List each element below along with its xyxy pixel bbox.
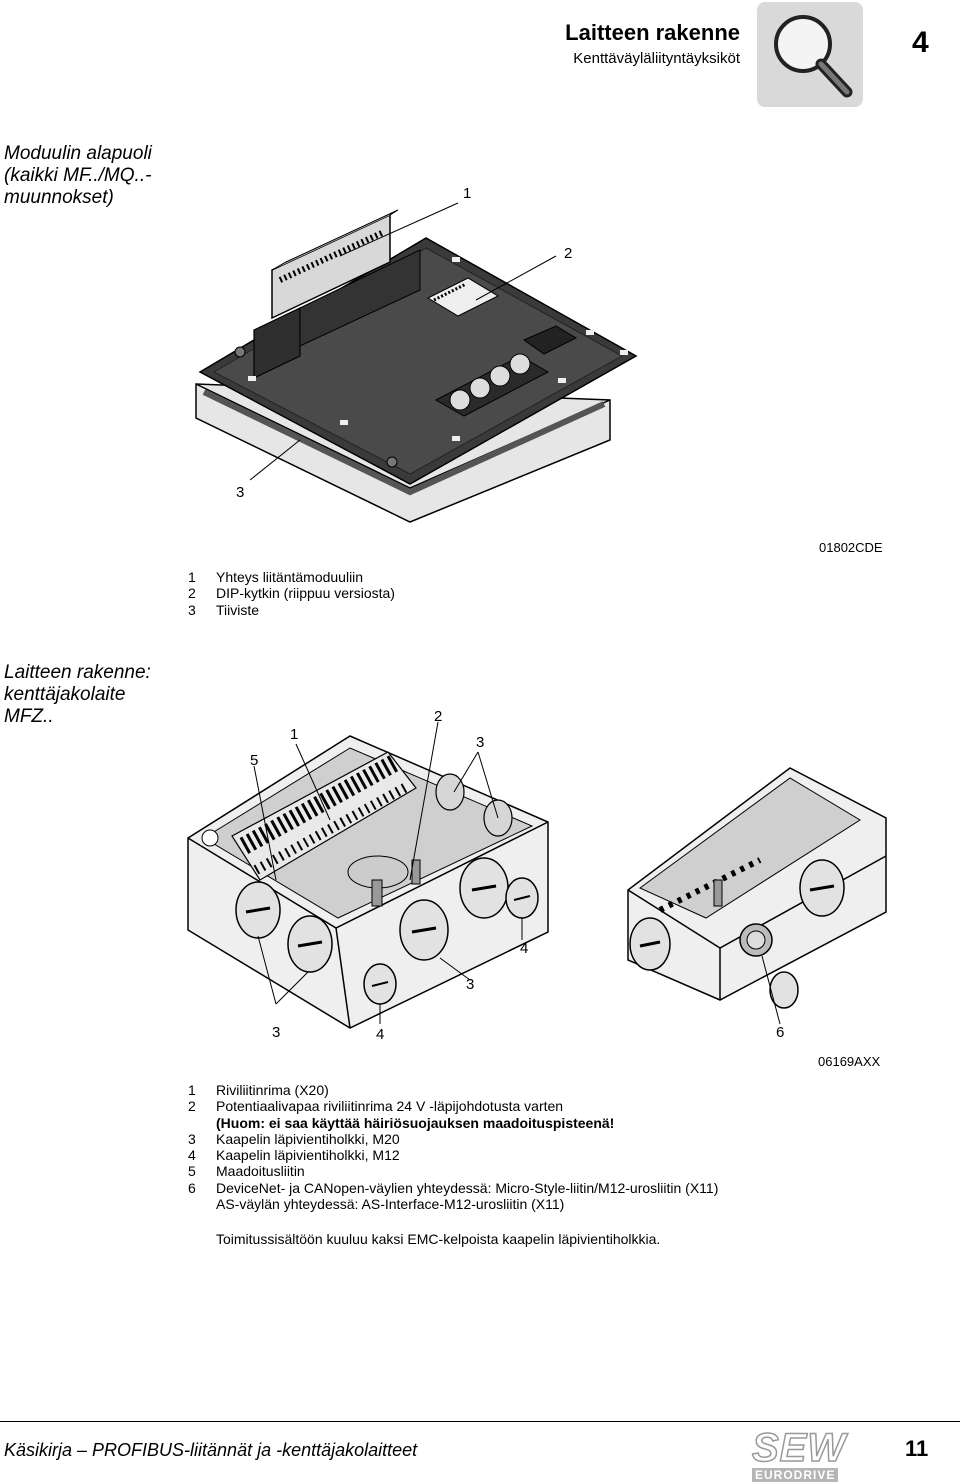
callout-3: 3 bbox=[466, 976, 475, 993]
section2-heading-line: kenttäjakolaite bbox=[4, 684, 126, 705]
section2-heading: Laitteen rakenne: kenttäjakolaite MFZ.. bbox=[4, 662, 151, 728]
callout-5: 5 bbox=[250, 752, 259, 769]
figure1-ref: 01802CDE bbox=[819, 540, 883, 555]
logo-sew: SEW bbox=[751, 1426, 847, 1470]
callout-4: 4 bbox=[520, 940, 529, 957]
section1-heading-line: Moduulin alapuoli bbox=[4, 143, 152, 164]
callout-3: 3 bbox=[272, 1024, 281, 1041]
figure2-ref: 06169AXX bbox=[818, 1054, 881, 1069]
footer-manual-title: Käsikirja – PROFIBUS-liitännät ja -kentt… bbox=[4, 1440, 418, 1460]
callout-6: 6 bbox=[776, 1024, 785, 1041]
footer-divider bbox=[0, 1421, 960, 1422]
section2-heading-line: Laitteen rakenne: bbox=[4, 662, 151, 683]
magnifier-icon bbox=[757, 2, 863, 107]
callout-3: 3 bbox=[236, 484, 245, 501]
callout-4: 4 bbox=[376, 1026, 385, 1043]
legend-item: (Huom: ei saa käyttää häiriösuojauksen m… bbox=[216, 1114, 615, 1131]
callout-1: 1 bbox=[290, 726, 299, 743]
legend-item: AS-väylän yhteydessä: AS-Interface-M12-u… bbox=[216, 1196, 565, 1213]
section2-heading-line: MFZ.. bbox=[4, 706, 54, 727]
callout-2: 2 bbox=[564, 245, 573, 262]
chapter-number: 4 bbox=[912, 26, 929, 59]
section1-heading-line: muunnokset) bbox=[4, 187, 114, 208]
callout-3: 3 bbox=[476, 734, 485, 751]
callout-2: 2 bbox=[434, 708, 443, 725]
page-number: 11 bbox=[905, 1436, 929, 1461]
header-title: Laitteen rakenne bbox=[565, 20, 740, 45]
section1-heading-line: (kaikki MF../MQ..- bbox=[4, 165, 152, 186]
section1-heading: Moduulin alapuoli (kaikki MF../MQ..- muu… bbox=[4, 143, 152, 209]
header-subtitle: Kenttäväyläliityntäyksiköt bbox=[573, 50, 740, 67]
delivery-note: Toimitussisältöön kuuluu kaksi EMC-kelpo… bbox=[216, 1231, 661, 1247]
logo-eurodrive: EURODRIVE bbox=[752, 1468, 839, 1482]
sew-eurodrive-logo: SEW EURODRIVE bbox=[751, 1426, 862, 1482]
callout-1: 1 bbox=[463, 185, 472, 202]
